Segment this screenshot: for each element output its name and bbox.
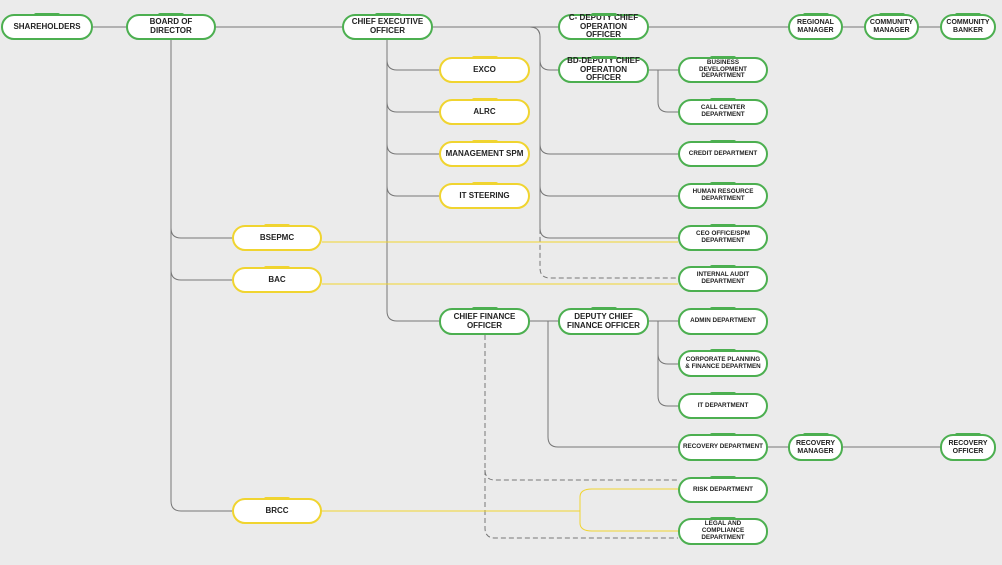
- node-ceo[interactable]: CHIEF EXECUTIVE OFFICER: [342, 13, 433, 40]
- node-label: CALL CENTER DEPARTMENT: [700, 104, 746, 118]
- node-internal-audit[interactable]: INTERNAL AUDIT DEPARTMENT: [678, 265, 768, 292]
- node-label: CREDIT DEPARTMENT: [688, 149, 758, 157]
- node-label: REGIONAL MANAGER: [797, 19, 834, 34]
- node-exco[interactable]: EXCO: [439, 56, 530, 83]
- node-label: CORPORATE PLANNING & FINANCE DEPARTMEN: [685, 355, 761, 370]
- node-label: CEO OFFICE/SPM DEPARTMENT: [696, 230, 750, 244]
- node-shareholders[interactable]: SHAREHOLDERS: [1, 13, 93, 40]
- node-bd-deputy-coo[interactable]: BD-DEPUTY CHIEF OPERATION OFFICER: [558, 55, 649, 83]
- node-business-development[interactable]: BUSINESS DEVELOPMENT DEPARTMENT: [678, 56, 768, 83]
- node-human-resource[interactable]: HUMAN RESOURCE DEPARTMENT: [678, 182, 768, 209]
- node-label: RECOVERY OFFICER: [948, 439, 988, 455]
- node-call-center[interactable]: CALL CENTER DEPARTMENT: [678, 98, 768, 125]
- node-bsepmc[interactable]: BSEPMC: [232, 224, 322, 251]
- node-label: BSEPMC: [259, 232, 295, 242]
- node-recovery-officer[interactable]: RECOVERY OFFICER: [940, 433, 996, 461]
- node-label: ADMIN DEPARTMENT: [690, 317, 756, 325]
- node-label: COMMUNITY BANKER: [946, 19, 990, 34]
- node-label: BRCC: [265, 505, 289, 515]
- node-corporate-planning[interactable]: CORPORATE PLANNING & FINANCE DEPARTMEN: [678, 349, 768, 377]
- node-label: C- DEPUTY CHIEF OPERATION OFFICER: [568, 12, 639, 40]
- node-label: EXCO: [473, 64, 496, 74]
- node-label: CHIEF FINANCE OFFICER: [453, 311, 516, 330]
- node-recovery-manager[interactable]: RECOVERY MANAGER: [788, 433, 843, 461]
- node-cfo[interactable]: CHIEF FINANCE OFFICER: [439, 307, 530, 335]
- node-deputy-cfo[interactable]: DEPUTY CHIEF FINANCE OFFICER: [558, 307, 649, 335]
- node-label: BUSINESS DEVELOPMENT DEPARTMENT: [699, 58, 747, 80]
- node-label: BD-DEPUTY CHIEF OPERATION OFFICER: [567, 55, 640, 83]
- node-it-steering[interactable]: IT STEERING: [439, 182, 530, 209]
- node-label: RECOVERY MANAGER: [795, 439, 836, 455]
- node-credit[interactable]: CREDIT DEPARTMENT: [678, 140, 768, 167]
- node-brcc[interactable]: BRCC: [232, 497, 322, 524]
- node-label: MANAGEMENT SPM: [445, 148, 524, 158]
- node-community-banker[interactable]: COMMUNITY BANKER: [940, 13, 996, 40]
- node-bac[interactable]: BAC: [232, 266, 322, 293]
- node-board-of-director[interactable]: BOARD OF DIRECTOR: [126, 13, 216, 40]
- node-ceo-office-spm[interactable]: CEO OFFICE/SPM DEPARTMENT: [678, 224, 768, 251]
- node-label: SHAREHOLDERS: [13, 21, 81, 31]
- node-label: DEPUTY CHIEF FINANCE OFFICER: [567, 311, 640, 330]
- node-legal-compliance[interactable]: LEGAL AND COMPLIANCE DEPARTMENT: [678, 517, 768, 545]
- node-regional-manager[interactable]: REGIONAL MANAGER: [788, 13, 843, 40]
- node-label: CHIEF EXECUTIVE OFFICER: [351, 17, 424, 35]
- node-label: RECOVERY DEPARTMENT: [683, 443, 764, 451]
- node-label: IT STEERING: [459, 190, 510, 200]
- node-c-deputy-coo[interactable]: C- DEPUTY CHIEF OPERATION OFFICER: [558, 12, 649, 40]
- node-it-department[interactable]: IT DEPARTMENT: [678, 392, 768, 419]
- node-label: HUMAN RESOURCE DEPARTMENT: [692, 188, 754, 202]
- node-label: BOARD OF DIRECTOR: [149, 17, 193, 35]
- node-label: INTERNAL AUDIT DEPARTMENT: [696, 271, 750, 285]
- node-label: IT DEPARTMENT: [697, 401, 749, 409]
- node-label: COMMUNITY MANAGER: [869, 19, 914, 34]
- node-risk[interactable]: RISK DEPARTMENT: [678, 476, 768, 503]
- node-recovery-department[interactable]: RECOVERY DEPARTMENT: [678, 433, 768, 461]
- node-management-spm[interactable]: MANAGEMENT SPM: [439, 140, 530, 167]
- node-admin[interactable]: ADMIN DEPARTMENT: [678, 307, 768, 335]
- node-community-manager[interactable]: COMMUNITY MANAGER: [864, 13, 919, 40]
- node-label: BAC: [268, 274, 286, 284]
- node-label: LEGAL AND COMPLIANCE DEPARTMENT: [701, 520, 745, 541]
- node-label: ALRC: [473, 106, 496, 116]
- node-label: RISK DEPARTMENT: [692, 485, 754, 493]
- node-alrc[interactable]: ALRC: [439, 98, 530, 125]
